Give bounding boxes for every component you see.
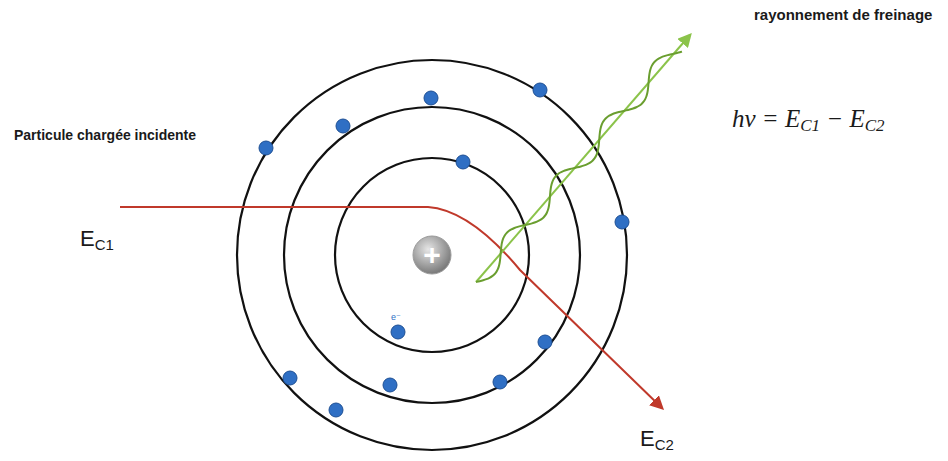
formula-part: − E xyxy=(820,105,865,132)
radiation-label: rayonnement de freinage xyxy=(754,6,944,24)
electron xyxy=(336,119,350,133)
formula-subscript: C2 xyxy=(865,116,885,135)
photon-wave xyxy=(476,52,682,282)
energy-symbol: E xyxy=(80,226,95,251)
electron xyxy=(615,215,629,229)
energy-subscript: C2 xyxy=(655,436,674,453)
electrons xyxy=(259,83,629,417)
particle-trajectory xyxy=(120,207,662,408)
electron xyxy=(538,335,552,349)
electron xyxy=(283,371,297,385)
electron xyxy=(493,375,507,389)
charge-sign: + xyxy=(412,235,452,275)
particle-label: Particule chargée incidente xyxy=(14,126,199,144)
electron xyxy=(259,141,273,155)
electron xyxy=(383,378,397,392)
energy-symbol: E xyxy=(640,426,655,451)
electron-shells xyxy=(237,60,627,450)
initial-energy: EC1 xyxy=(80,226,114,254)
electron-symbol: e⁻ xyxy=(391,306,401,324)
electron xyxy=(391,325,405,339)
electron-label: e⁻ xyxy=(391,312,401,322)
final-energy: EC2 xyxy=(640,426,674,454)
formula-part: hν = E xyxy=(732,105,800,132)
electron xyxy=(424,91,438,105)
electron xyxy=(329,403,343,417)
photon-direction xyxy=(476,35,690,282)
nucleus: + xyxy=(412,235,452,275)
energy-formula: hν = EC1 − EC2 xyxy=(732,104,885,137)
energy-subscript: C1 xyxy=(95,236,114,253)
electron xyxy=(456,155,470,169)
radiation-name: rayonnement de freinage xyxy=(754,6,932,23)
electron xyxy=(533,83,547,97)
particle-name: Particule chargée incidente xyxy=(14,127,196,143)
formula-subscript: C1 xyxy=(800,116,820,135)
